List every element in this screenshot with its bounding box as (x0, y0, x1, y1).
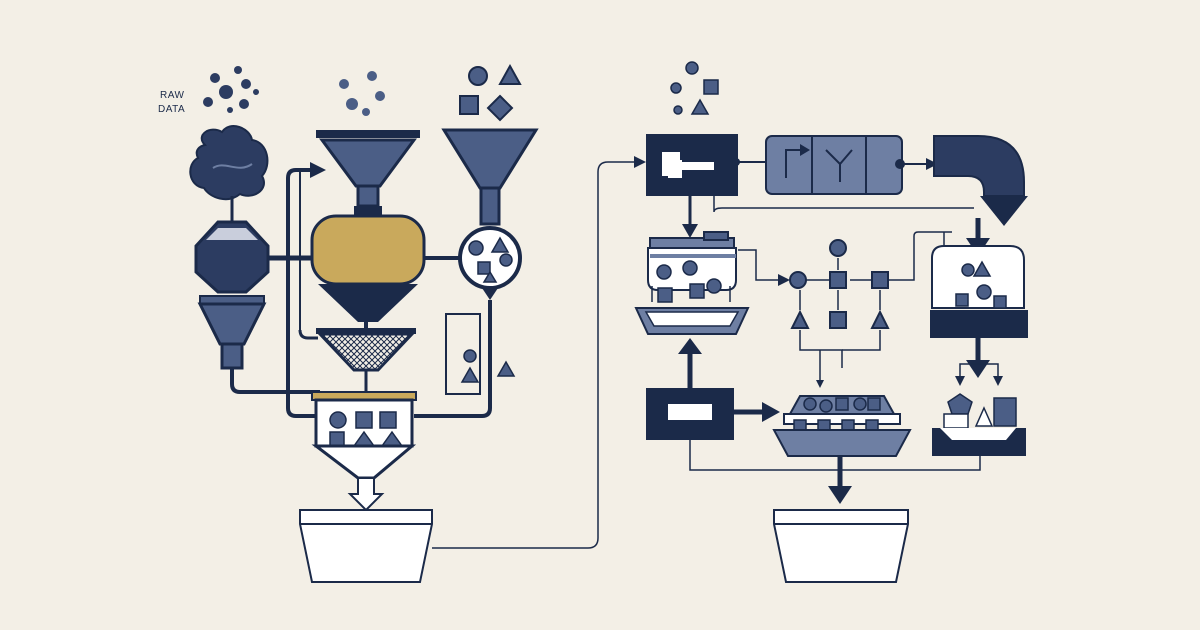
logic-nodes (789, 239, 890, 329)
feed-pipe-left (286, 168, 318, 418)
control-box (646, 388, 780, 440)
mixer-tank (310, 206, 462, 330)
top-funnel (316, 130, 420, 208)
raw-data-blob (189, 125, 269, 201)
mixed-basket (772, 395, 912, 457)
processor-particles (670, 61, 719, 115)
output-bin-left (299, 509, 433, 583)
hopper-unit (194, 196, 270, 370)
shape-particles-right (459, 63, 522, 122)
output-tray-right (932, 393, 1026, 456)
sample-panel (445, 313, 516, 395)
curved-pipe (933, 135, 1028, 226)
pipe-hopper-collector (230, 368, 320, 394)
sorting-tray (634, 231, 750, 335)
funnel-particles (339, 71, 385, 116)
raw-label-line2: DATA (158, 104, 185, 115)
router-unit (765, 135, 938, 195)
bag-container (930, 245, 1028, 338)
sorter-wheel (458, 226, 522, 300)
right-funnel (441, 128, 539, 226)
sorted-collector (311, 391, 417, 512)
raw-label-line1: RAW (160, 90, 185, 101)
feed-arrow-icon (310, 162, 326, 178)
processor-unit (646, 134, 766, 196)
raw-particles (203, 66, 259, 113)
pipe-wheel-collector (414, 300, 492, 418)
connector-line (432, 161, 636, 549)
filter-mesh (316, 328, 416, 392)
output-bin-right (773, 509, 909, 583)
